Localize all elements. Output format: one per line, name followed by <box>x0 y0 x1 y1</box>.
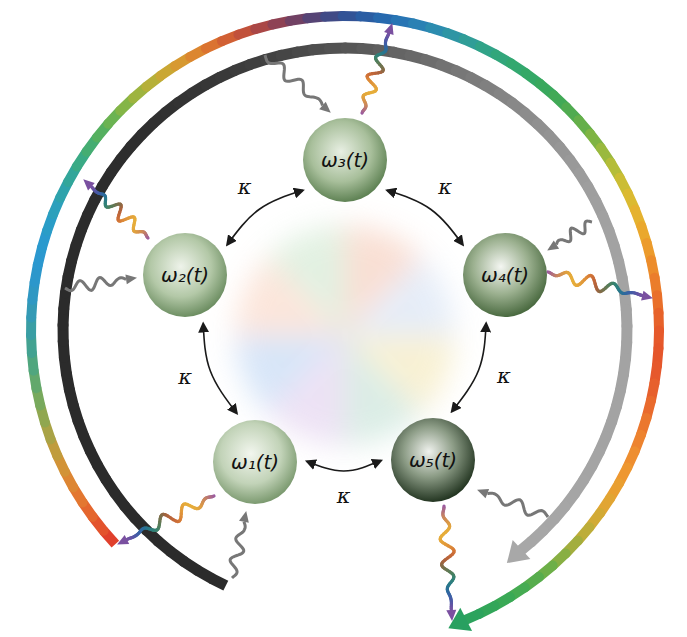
drive-photon <box>487 493 548 517</box>
coupling-label: κ <box>235 176 255 199</box>
coupling-label: κ <box>494 365 514 388</box>
drive-photon-head <box>547 240 559 250</box>
drive-photon <box>265 55 322 105</box>
drive-photon <box>230 522 245 578</box>
sphere-fill <box>391 418 475 502</box>
sphere-fill <box>143 233 227 317</box>
frequency-label: ω₅(t) <box>409 448 457 472</box>
emitted-photon-head <box>117 535 129 544</box>
emitted-photon-head <box>83 179 95 190</box>
drive-photon <box>556 221 592 245</box>
coupling-arrow <box>452 323 486 411</box>
coupling-arrow <box>307 461 381 471</box>
coupling-label: κ <box>334 485 354 508</box>
drive-photon <box>65 278 126 291</box>
oscillator-sphere: ω₁(t) <box>213 420 297 504</box>
center-glow <box>345 257 455 335</box>
coupling-label: κ <box>175 366 195 389</box>
emitted-photon-head <box>641 291 653 301</box>
frequency-label: ω₄(t) <box>481 263 529 287</box>
drive-ring-head <box>507 540 530 563</box>
emitted-photon-head <box>384 23 393 35</box>
coupling-label: κ <box>435 176 455 199</box>
center-glow <box>267 225 345 335</box>
center-glow <box>235 335 345 413</box>
sphere-fill <box>463 233 547 317</box>
frequency-label: ω₁(t) <box>231 450 279 474</box>
sphere-fill <box>213 420 297 504</box>
oscillator-sphere: ω₃(t) <box>303 118 387 202</box>
drive-photon-head <box>125 274 137 284</box>
coupling-arrow <box>203 324 237 414</box>
drive-photon-head <box>477 489 489 498</box>
frequency-label: ω₃(t) <box>321 148 369 172</box>
oscillator-sphere: ω₂(t) <box>143 233 227 317</box>
drive-photon-head <box>239 511 249 523</box>
sphere-fill <box>303 118 387 202</box>
frequency-label: ω₂(t) <box>161 263 209 287</box>
emitted-photon <box>450 608 453 610</box>
drive-photon-head <box>319 102 331 113</box>
oscillator-sphere: ω₅(t) <box>391 418 475 502</box>
oscillator-sphere: ω₄(t) <box>463 233 547 317</box>
emitted-photon-head <box>446 610 456 621</box>
